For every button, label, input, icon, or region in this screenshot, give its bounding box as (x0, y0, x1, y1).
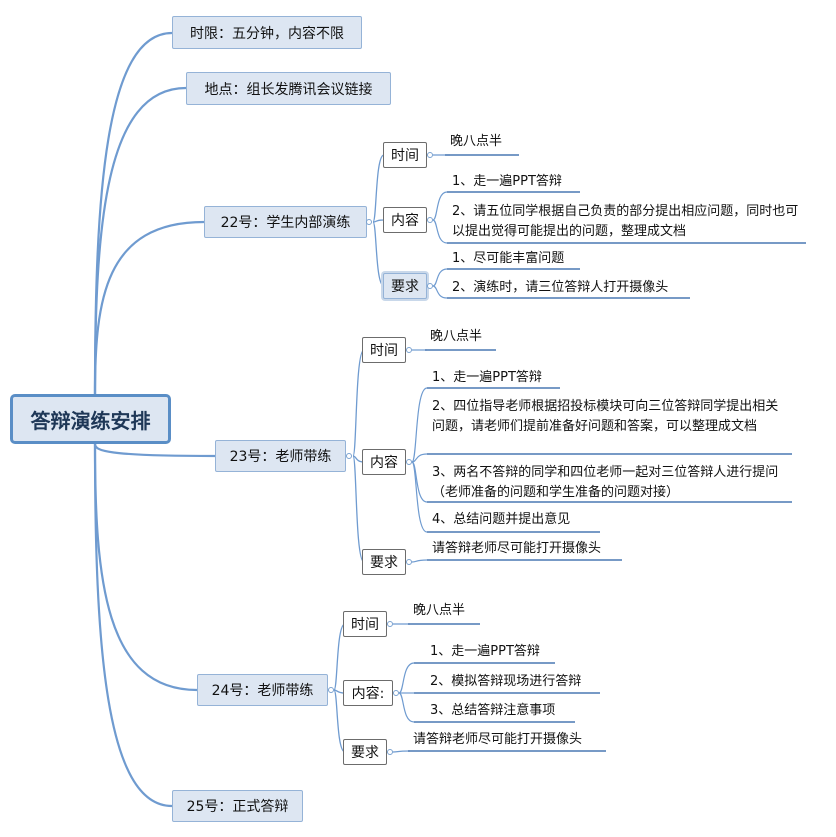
leaf-22-content-1[interactable]: 1、走一遍PPT答辩 (452, 174, 562, 189)
connector-30 (432, 268, 448, 287)
connector-9 (352, 349, 365, 457)
connector-3 (93, 443, 216, 458)
collapse-dot-23[interactable] (346, 453, 352, 459)
connector-28 (432, 219, 448, 244)
node-22-content[interactable]: 内容 (383, 207, 427, 233)
connector-44 (411, 559, 428, 563)
leaf-24-time-1[interactable]: 晚八点半 (413, 603, 466, 618)
node-23-time[interactable]: 时间 (362, 337, 406, 363)
connector-38 (411, 453, 428, 463)
collapse-dot-24-time[interactable] (387, 621, 393, 627)
collapse-dot-22-req[interactable] (427, 283, 433, 289)
collapse-dot-24[interactable] (328, 687, 334, 693)
branch-22[interactable]: 22号：学生内部演练 (204, 206, 367, 238)
leaf-23-time-1[interactable]: 晚八点半 (430, 329, 483, 344)
connector-2 (93, 220, 205, 395)
connector-52 (398, 692, 415, 723)
collapse-dot-22-time[interactable] (427, 152, 433, 158)
branch-23[interactable]: 23号：老师带练 (215, 440, 346, 472)
leaf-23-content-4[interactable]: 4、总结问题并提出意见 (432, 512, 571, 527)
leaf-24-req-1[interactable]: 请答辩老师尽可能打开摄像头 (413, 732, 583, 747)
node-24-requirement[interactable]: 要求 (343, 739, 387, 765)
connector-12 (333, 623, 346, 691)
node-24-time[interactable]: 时间 (343, 611, 387, 637)
leaf-22-content-2[interactable]: 2、请五位同学根据自己负责的部分提出相应问题，同时也可以提出觉得可能提出的问题，… (452, 204, 799, 239)
connector-54 (392, 750, 411, 753)
collapse-dot-22[interactable] (366, 219, 372, 225)
collapse-dot-23-content[interactable] (406, 459, 412, 465)
connector-5 (93, 443, 173, 808)
node-22-time[interactable]: 时间 (383, 142, 427, 168)
connector-8 (372, 221, 385, 287)
leaf-23-req-1[interactable]: 请答辩老师尽可能打开摄像头 (432, 541, 602, 556)
branch-24[interactable]: 24号：老师带练 (197, 674, 328, 706)
collapse-dot-23-req[interactable] (406, 559, 412, 565)
leaf-23-content-2[interactable]: 2、四位指导老师根据招投标模块可向三位答辩同学提出相关问题，请老师们提前准备好问… (432, 399, 779, 434)
leaf-24-content-3[interactable]: 3、总结答辩注意事项 (430, 703, 556, 718)
node-23-requirement[interactable]: 要求 (362, 549, 406, 575)
node-24-content[interactable]: 内容: (343, 680, 393, 706)
connector-32 (432, 285, 448, 299)
connector-42 (411, 461, 428, 533)
branch-25[interactable]: 25号：正式答辩 (172, 790, 303, 822)
connector-11 (352, 455, 365, 563)
connector-6 (372, 154, 385, 223)
leaf-24-content-1[interactable]: 1、走一遍PPT答辩 (430, 644, 540, 659)
branch-location[interactable]: 地点：组长发腾讯会议链接 (186, 72, 391, 105)
collapse-dot-22-content[interactable] (427, 217, 433, 223)
connector-14 (333, 689, 346, 753)
leaf-24-content-2[interactable]: 2、模拟答辩现场进行答辩 (430, 674, 582, 689)
connector-4 (93, 443, 198, 692)
collapse-dot-24-req[interactable] (387, 749, 393, 755)
connector-26 (432, 191, 448, 221)
leaf-23-content-1[interactable]: 1、走一遍PPT答辩 (432, 370, 542, 385)
connector-36 (411, 387, 428, 463)
leaf-23-content-3[interactable]: 3、两名不答辩的同学和四位老师一起对三位答辩人进行提问（老师准备的问题和学生准备… (432, 465, 779, 500)
leaf-22-time-1[interactable]: 晚八点半 (450, 134, 503, 149)
connector-0 (93, 31, 173, 395)
branch-time-limit[interactable]: 时限：五分钟，内容不限 (172, 16, 362, 49)
connector-48 (398, 662, 415, 694)
root-node[interactable]: 答辩演练安排 (10, 394, 171, 444)
node-22-requirement[interactable]: 要求 (383, 273, 427, 299)
collapse-dot-23-time[interactable] (406, 347, 412, 353)
leaf-22-req-2[interactable]: 2、演练时，请三位答辩人打开摄像头 (452, 280, 669, 295)
collapse-dot-24-content[interactable] (393, 690, 399, 696)
connector-1 (93, 86, 187, 395)
leaf-22-req-1[interactable]: 1、尽可能丰富问题 (452, 251, 565, 266)
node-23-content[interactable]: 内容 (362, 449, 406, 475)
